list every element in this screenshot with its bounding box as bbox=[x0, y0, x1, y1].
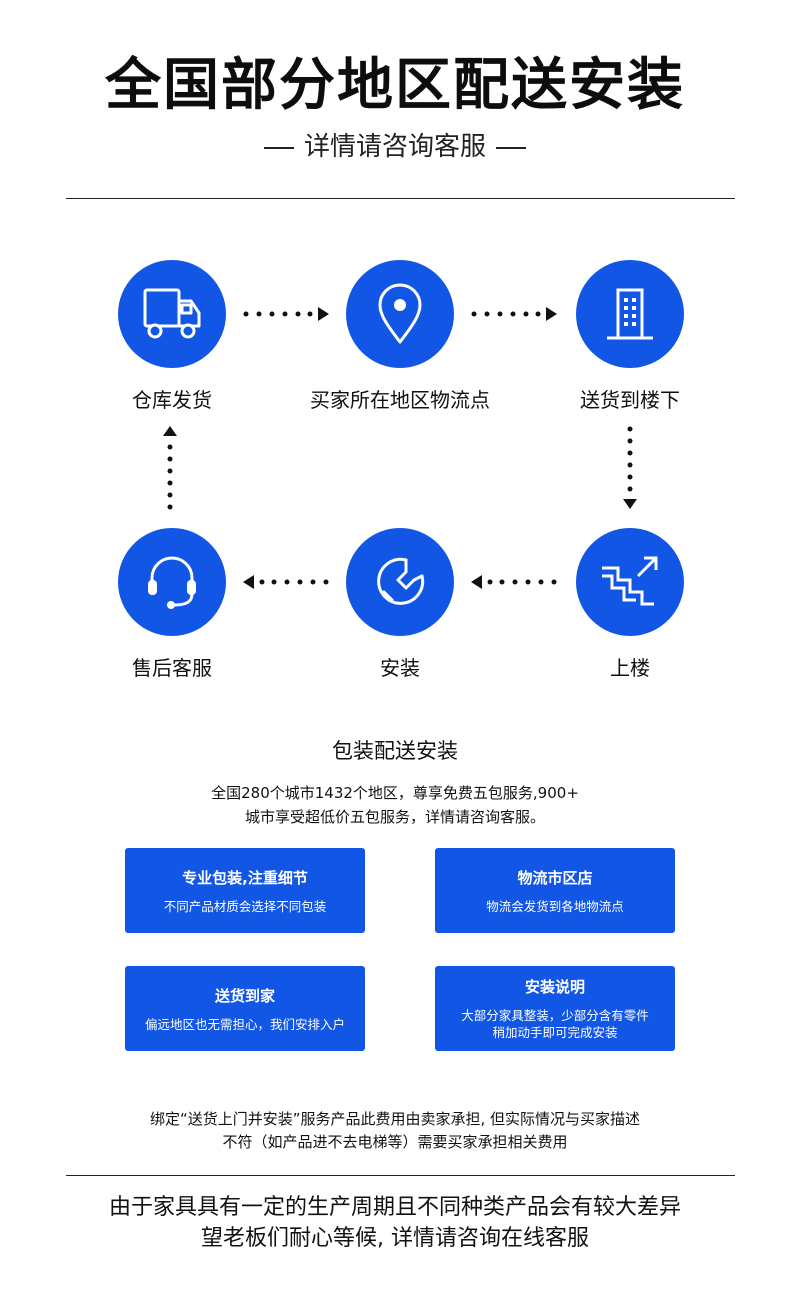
service-box-desc: 物流会发货到各地物流点 bbox=[486, 898, 624, 914]
footer-line2: 望老板们耐心等候, 详情请咨询在线客服 bbox=[201, 1226, 589, 1251]
footer-notice: 由于家具具有一定的生产周期且不同种类产品会有较大差异 望老板们耐心等候, 详情请… bbox=[0, 1192, 790, 1254]
service-description: 全国280个城市1432个地区，尊享免费五包服务,900+ 城市享受超低价五包服… bbox=[0, 781, 790, 829]
location-pin-icon bbox=[378, 283, 422, 344]
service-box-installation: 安装说明 大部分家具整装，少部分含有零件 稍加动手即可完成安装 bbox=[435, 966, 675, 1051]
arrow-right-1 bbox=[243, 307, 329, 321]
stairs-icon bbox=[602, 556, 658, 606]
building-icon bbox=[607, 288, 653, 340]
subtitle-dash-left bbox=[263, 146, 294, 149]
service-desc-line2: 城市享受超低价五包服务，详情请咨询客服。 bbox=[244, 808, 545, 826]
truck-icon bbox=[143, 288, 201, 339]
arrow-down bbox=[623, 426, 637, 509]
step-label-install: 安装 bbox=[380, 656, 420, 680]
fee-note-line2: 不符（如产品进不去电梯等）需要买家承担相关费用 bbox=[222, 1133, 568, 1151]
arrow-right-2 bbox=[471, 307, 557, 321]
service-desc-line1: 全国280个城市1432个地区，尊享免费五包服务,900+ bbox=[211, 784, 579, 802]
service-box-packaging: 专业包装,注重细节 不同产品材质会选择不同包装 bbox=[125, 848, 365, 933]
step-label-logistics: 买家所在地区物流点 bbox=[310, 388, 490, 412]
fee-note-line1: 绑定“送货上门并安装”服务产品此费用由卖家承担, 但实际情况与买家描述 bbox=[149, 1110, 641, 1128]
step-aftersales-circle bbox=[118, 528, 226, 636]
service-box-delivery: 送货到家 偏远地区也无需担心，我们安排入户 bbox=[125, 966, 365, 1051]
top-divider bbox=[66, 198, 735, 199]
step-label-upstairs: 上楼 bbox=[610, 656, 650, 680]
service-title: 包装配送安装 bbox=[332, 739, 458, 763]
bottom-divider bbox=[66, 1175, 735, 1176]
service-box-desc: 偏远地区也无需担心，我们安排入户 bbox=[144, 1016, 345, 1032]
step-upstairs-circle bbox=[576, 528, 684, 636]
page-subtitle: 详情请咨询客服 bbox=[0, 126, 790, 163]
footer-line1: 由于家具具有一定的生产周期且不同种类产品会有较大差异 bbox=[108, 1195, 681, 1220]
step-logistics-circle bbox=[346, 260, 454, 368]
step-warehouse-circle bbox=[118, 260, 226, 368]
step-downstairs-circle bbox=[576, 260, 684, 368]
service-box-desc: 大部分家具整装，少部分含有零件 bbox=[461, 1008, 649, 1023]
arrow-up bbox=[163, 426, 177, 510]
service-box-logistics: 物流市区店 物流会发货到各地物流点 bbox=[435, 848, 675, 933]
headset-icon bbox=[148, 556, 196, 609]
step-install-circle bbox=[346, 528, 454, 636]
service-box-title: 专业包装,注重细节 bbox=[182, 868, 308, 887]
subtitle-dash-right bbox=[496, 146, 526, 149]
step-label-downstairs: 送货到楼下 bbox=[580, 388, 680, 412]
service-box-desc-line2: 稍加动手即可完成安装 bbox=[492, 1025, 618, 1040]
service-box-title: 送货到家 bbox=[214, 986, 275, 1005]
wrench-icon bbox=[377, 557, 425, 605]
service-box-title: 物流市区店 bbox=[517, 868, 593, 887]
arrow-left-1 bbox=[243, 575, 329, 589]
fee-note: 绑定“送货上门并安装”服务产品此费用由卖家承担, 但实际情况与买家描述 不符（如… bbox=[0, 1108, 790, 1154]
service-box-title: 安装说明 bbox=[524, 978, 585, 996]
step-label-aftersales: 售后客服 bbox=[132, 656, 212, 680]
service-box-desc: 不同产品材质会选择不同包装 bbox=[163, 898, 327, 914]
subtitle-text: 详情请咨询客服 bbox=[303, 132, 486, 162]
arrow-left-2 bbox=[471, 575, 557, 589]
page-title: 全国部分地区配送安装 bbox=[105, 53, 685, 118]
step-label-warehouse: 仓库发货 bbox=[132, 388, 212, 412]
